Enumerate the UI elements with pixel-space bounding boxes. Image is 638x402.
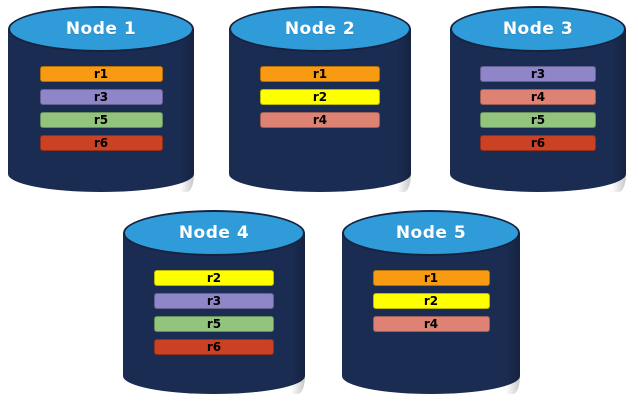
record-bar[interactable]: r3 xyxy=(39,89,163,105)
node-cylinder-2[interactable]: Node 2 r1 r2 r4 xyxy=(229,6,411,192)
record-bar[interactable]: r2 xyxy=(154,270,274,286)
record-bar[interactable]: r6 xyxy=(154,339,274,355)
record-list: r1 r2 r4 xyxy=(342,270,520,332)
node-cylinder-4[interactable]: Node 4 r2 r3 r5 r6 xyxy=(123,210,305,394)
record-bar[interactable]: r2 xyxy=(260,89,380,105)
record-bar[interactable]: r4 xyxy=(260,112,380,128)
record-bar[interactable]: r2 xyxy=(372,293,490,309)
record-list: r3 r4 r5 r6 xyxy=(450,66,626,151)
record-bar[interactable]: r1 xyxy=(372,270,490,286)
cylinder-top-ellipse: Node 4 xyxy=(123,210,305,256)
record-bar[interactable]: r4 xyxy=(372,316,490,332)
record-bar[interactable]: r5 xyxy=(154,316,274,332)
node-title: Node 5 xyxy=(395,223,467,243)
record-bar[interactable]: r5 xyxy=(480,112,596,128)
node-title: Node 3 xyxy=(502,19,574,39)
node-cylinder-5[interactable]: Node 5 r1 r2 r4 xyxy=(342,210,520,394)
cylinder-top-ellipse: Node 1 xyxy=(8,6,194,52)
record-bar[interactable]: r3 xyxy=(480,66,596,82)
record-bar[interactable]: r6 xyxy=(39,135,163,151)
record-bar[interactable]: r3 xyxy=(154,293,274,309)
node-cylinder-3[interactable]: Node 3 r3 r4 r5 r6 xyxy=(450,6,626,192)
record-bar[interactable]: r1 xyxy=(260,66,380,82)
node-title: Node 1 xyxy=(65,19,137,39)
node-cylinder-1[interactable]: Node 1 r1 r3 r5 r6 xyxy=(8,6,194,192)
cylinder-top-ellipse: Node 5 xyxy=(342,210,520,256)
record-list: r2 r3 r5 r6 xyxy=(123,270,305,355)
record-list: r1 r3 r5 r6 xyxy=(8,66,194,151)
node-title: Node 2 xyxy=(284,19,356,39)
record-list: r1 r2 r4 xyxy=(229,66,411,128)
cylinder-top-ellipse: Node 2 xyxy=(229,6,411,52)
node-title: Node 4 xyxy=(178,223,250,243)
record-bar[interactable]: r6 xyxy=(480,135,596,151)
cylinder-top-ellipse: Node 3 xyxy=(450,6,626,52)
record-bar[interactable]: r5 xyxy=(39,112,163,128)
record-bar[interactable]: r1 xyxy=(39,66,163,82)
record-bar[interactable]: r4 xyxy=(480,89,596,105)
